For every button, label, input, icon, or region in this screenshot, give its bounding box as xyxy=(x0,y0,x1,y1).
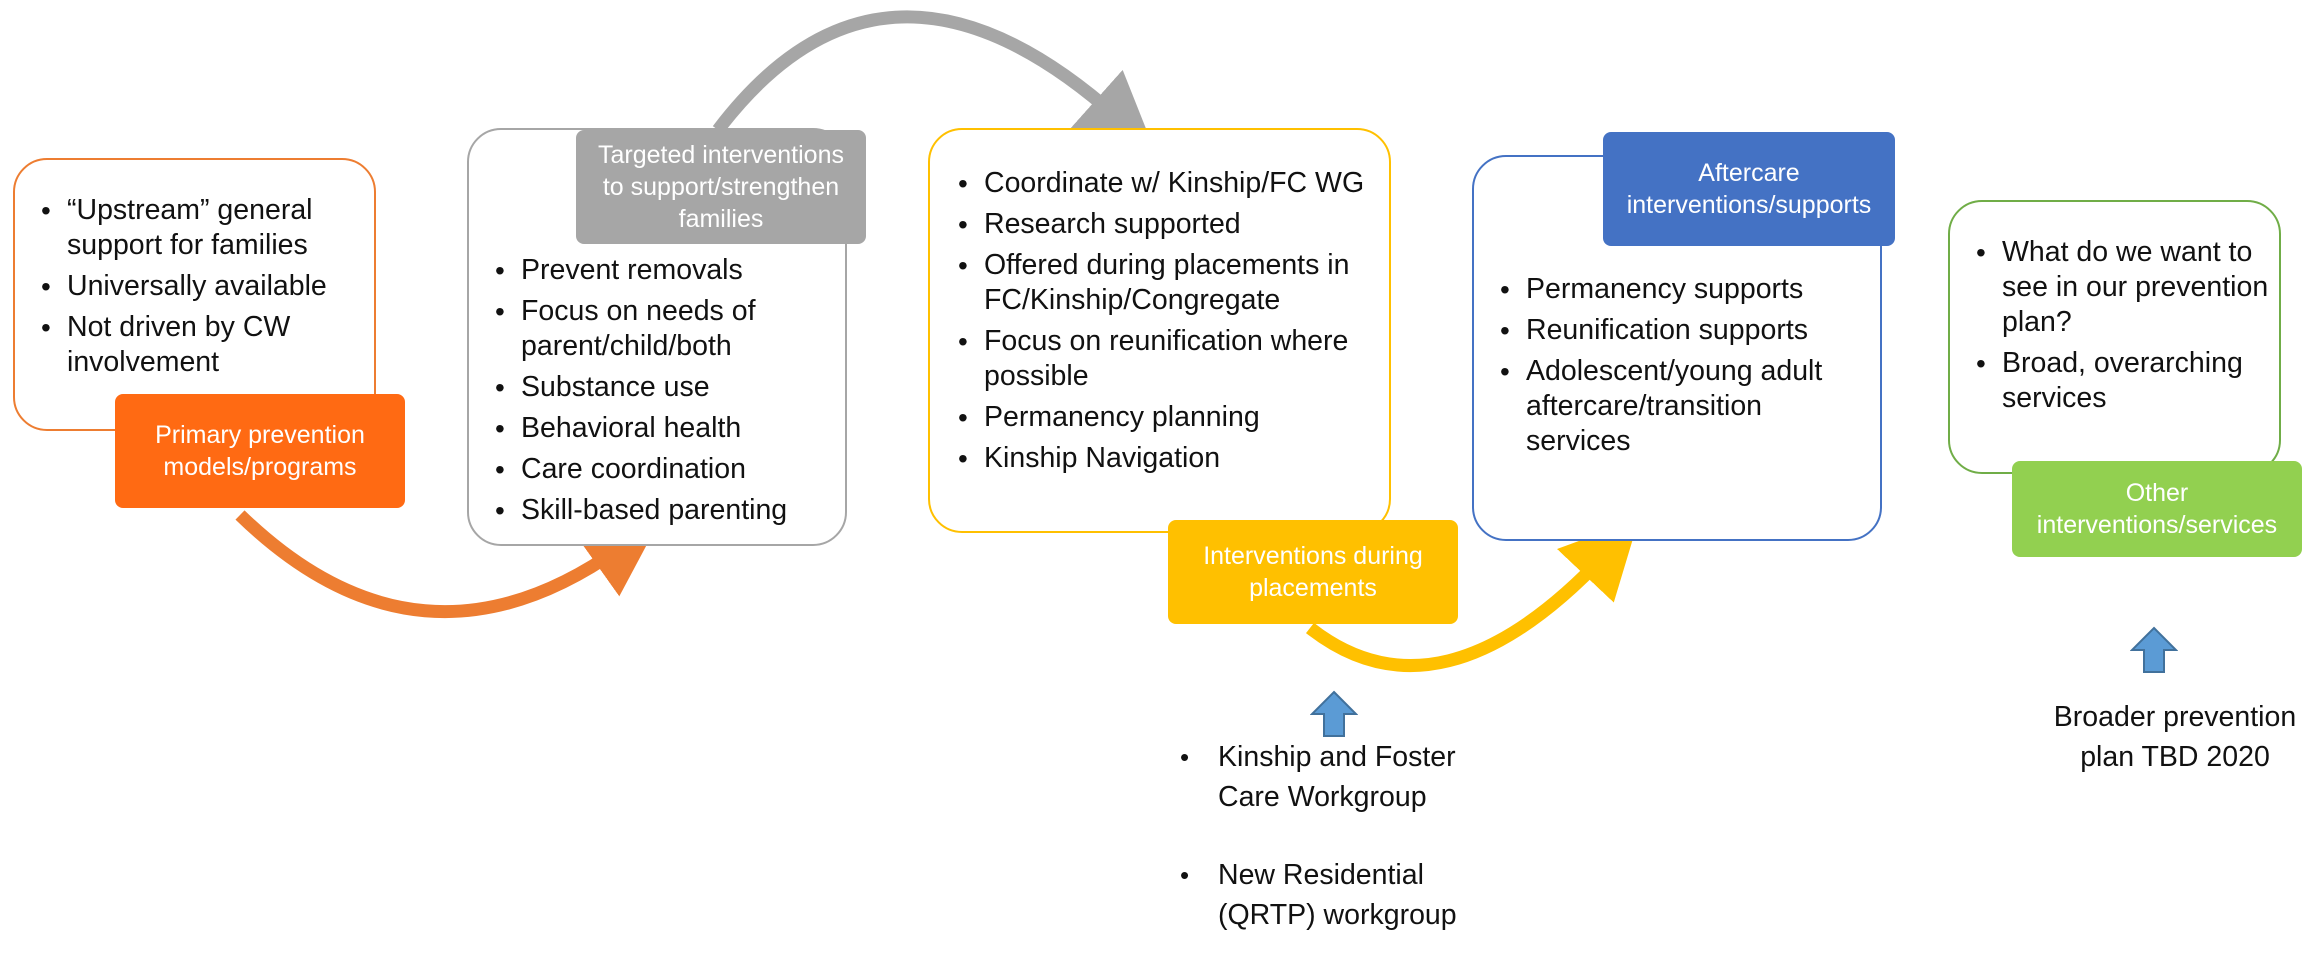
placements-card: Coordinate w/ Kinship/FC WG Research sup… xyxy=(928,128,1391,533)
primary-prevention-label: Primary prevention models/programs xyxy=(115,394,405,508)
bullet-item: Broad, overarching services xyxy=(1970,346,2269,416)
bullet-item: Behavioral health xyxy=(489,411,835,446)
placements-bullets: Coordinate w/ Kinship/FC WG Research sup… xyxy=(930,130,1389,476)
bullet-item: “Upstream” general support for families xyxy=(35,193,364,263)
bullet-item: Focus on needs of parent/child/both xyxy=(489,294,835,364)
connector-arrows xyxy=(235,10,1639,672)
bullet-item: Permanency planning xyxy=(952,400,1377,435)
bullet-item: Coordinate w/ Kinship/FC WG xyxy=(952,166,1377,201)
other-interventions-label: Other interventions/services xyxy=(2012,461,2302,557)
workgroups-list: Kinship and Foster Care Workgroup New Re… xyxy=(1180,737,1510,935)
bullet-item: Offered during placements in FC/Kinship/… xyxy=(952,248,1377,318)
primary-prevention-card: “Upstream” general support for families … xyxy=(13,158,376,431)
workgroup-item: New Residential (QRTP) workgroup xyxy=(1180,855,1510,935)
bullet-item: Research supported xyxy=(952,207,1377,242)
bullet-item: Substance use xyxy=(489,370,835,405)
bullet-item: Care coordination xyxy=(489,452,835,487)
bullet-item: Focus on reunification where possible xyxy=(952,324,1377,394)
arrow-primary-to-targeted xyxy=(235,510,661,619)
up-arrow-icon xyxy=(2130,626,2178,673)
bullet-item: Universally available xyxy=(35,269,364,304)
placements-label: Interventions during placements xyxy=(1168,520,1458,624)
broader-plan-note: Broader prevention plan TBD 2020 xyxy=(2053,701,2297,773)
up-arrow-icon xyxy=(1310,690,1358,737)
bullet-item: Skill-based parenting xyxy=(489,493,835,528)
aftercare-label: Aftercare interventions/supports xyxy=(1603,132,1895,246)
bullet-item: Kinship Navigation xyxy=(952,441,1377,476)
bullet-item: Reunification supports xyxy=(1494,313,1868,348)
bullet-item: Not driven by CW involvement xyxy=(35,310,364,380)
bullet-item: Permanency supports xyxy=(1494,272,1868,307)
bullet-item: Adolescent/young adult aftercare/transit… xyxy=(1494,354,1868,459)
other-interventions-card: What do we want to see in our prevention… xyxy=(1948,200,2281,474)
bullet-item: What do we want to see in our prevention… xyxy=(1970,235,2269,340)
arrow-placements-to-aftercare xyxy=(1305,519,1639,672)
targeted-interventions-label: Targeted interventions to support/streng… xyxy=(576,130,866,244)
workgroups-note: Kinship and Foster Care Workgroup New Re… xyxy=(1180,737,1510,973)
aftercare-bullets: Permanency supports Reunification suppor… xyxy=(1474,157,1880,459)
other-interventions-bullets: What do we want to see in our prevention… xyxy=(1950,202,2279,416)
arrow-targeted-to-placements xyxy=(712,10,1155,151)
targeted-interventions-bullets: Prevent removals Focus on needs of paren… xyxy=(469,130,845,528)
primary-prevention-bullets: “Upstream” general support for families … xyxy=(15,160,374,380)
workgroup-item: Kinship and Foster Care Workgroup xyxy=(1180,737,1510,817)
bullet-item: Prevent removals xyxy=(489,253,835,288)
